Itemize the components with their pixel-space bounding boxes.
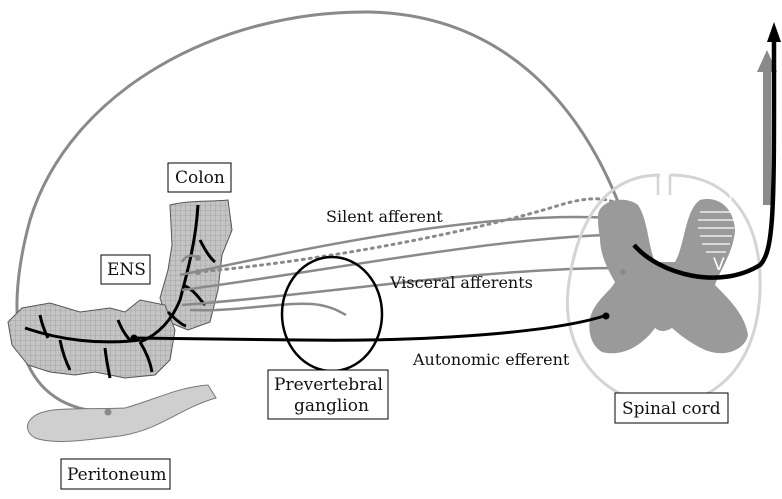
autonomic-efferent-cell-body [603, 313, 610, 320]
peritoneum-label: Peritoneum [67, 465, 166, 485]
ganglion-label-line2: ganglion [294, 396, 369, 416]
spinal-cord-fissure [658, 175, 670, 195]
colon-label: Colon [175, 168, 225, 188]
silent-afferent-ending [195, 269, 201, 275]
prevertebral-ganglion-circle [282, 257, 382, 371]
ganglion-label-line1: Prevertebral [274, 375, 383, 395]
visceral-afferents-label: Visceral afferents [389, 273, 533, 292]
silent-afferent-label: Silent afferent [326, 207, 443, 226]
spinal-cord-label-box: Spinal cord [615, 393, 728, 423]
afferent-terminal-dot [620, 269, 626, 275]
autonomic-efferent-ending [131, 335, 138, 342]
spinal-cord-label: Spinal cord [622, 399, 721, 419]
lamina-1-2-label: I+II [728, 185, 757, 205]
visceral-ending-dot [195, 255, 201, 261]
peritoneum-shape [27, 385, 216, 442]
lamina-5-label: V [713, 255, 725, 275]
ens-label: ENS [107, 260, 146, 280]
peritoneum-ending [105, 409, 112, 416]
colon-label-box: Colon [168, 163, 231, 192]
ascending-black-arrowhead [767, 22, 781, 42]
ens-label-box: ENS [101, 255, 150, 284]
peritoneum-label-box: Peritoneum [61, 459, 170, 489]
ganglion-label-box: Prevertebral ganglion [268, 370, 388, 419]
autonomic-efferent-label: Autonomic efferent [412, 350, 570, 369]
